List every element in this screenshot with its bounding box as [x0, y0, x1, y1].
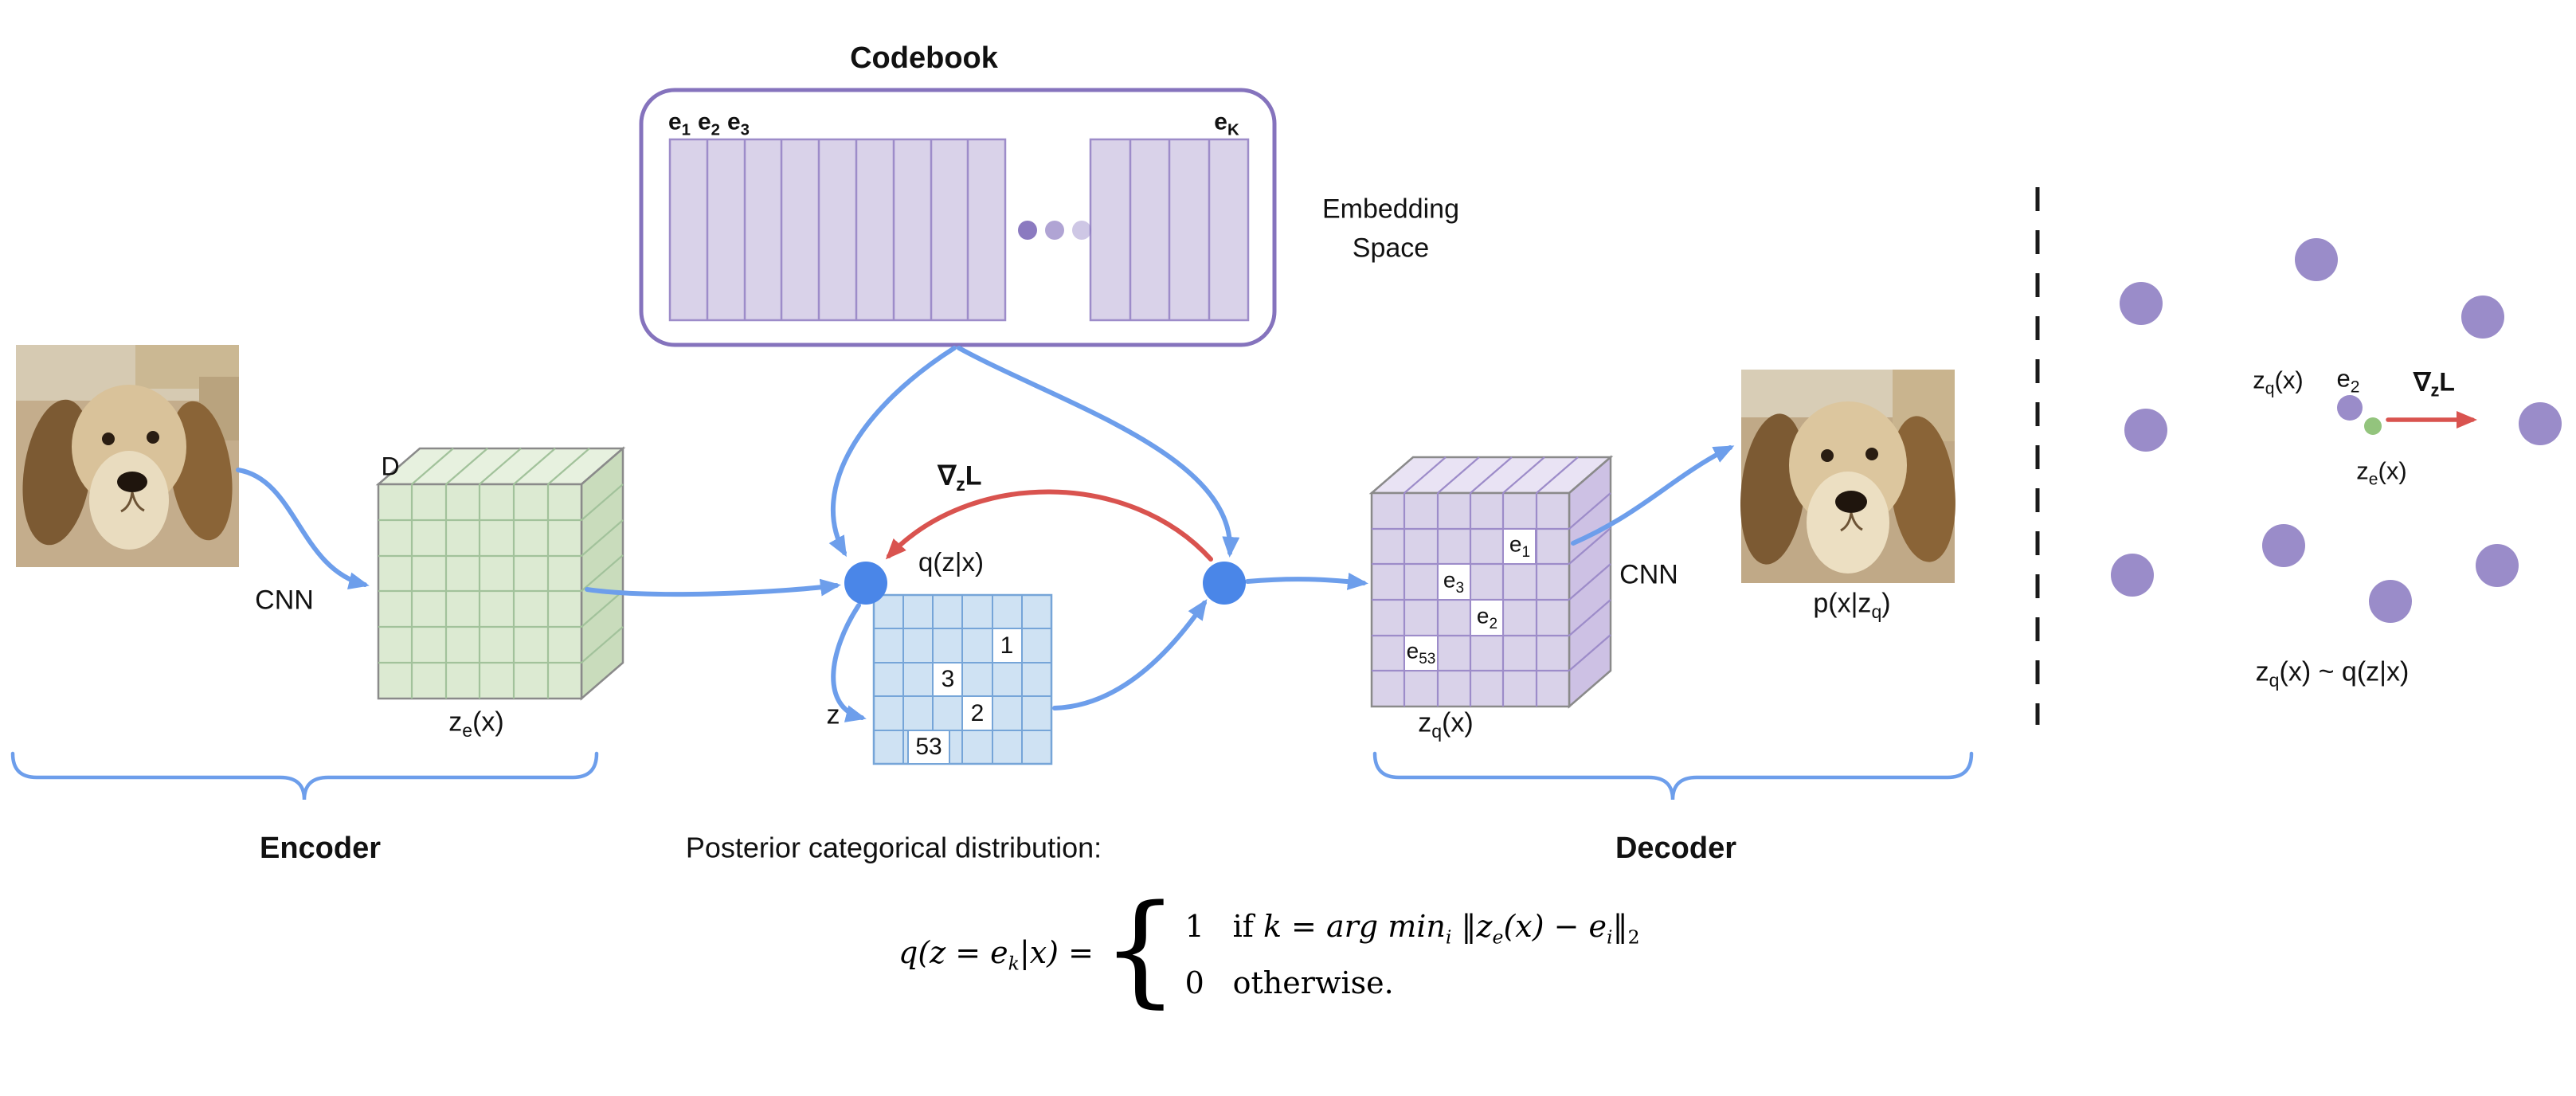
equation-lhs: q(z = ek|x) =: [898, 934, 1094, 975]
embedding-space-label: Embedding Space: [1321, 194, 1460, 264]
ze-encoder-output-dot: [2364, 417, 2382, 435]
output-dog-image: [1740, 370, 1955, 583]
panel-zq-label: zq(x): [2253, 366, 2304, 398]
decoder-feature-cube: [1368, 455, 1614, 709]
panel-caption: zq(x) ~ q(z|x): [2255, 656, 2410, 691]
panel-ze-label: ze(x): [2356, 456, 2407, 489]
panel-e2-label: e2: [2336, 364, 2360, 397]
depth-label: D: [381, 452, 400, 481]
codebook-e1-label: e1: [667, 108, 691, 139]
arrow-encoder-to-node: [585, 578, 841, 597]
zq-label: zq(x): [1418, 707, 1474, 742]
embedding-space-scatter: [2111, 238, 2562, 623]
grid-cell-value: 3: [941, 665, 955, 692]
left-quantize-node: [844, 562, 887, 605]
ellipsis-dots-icon: [1018, 221, 1091, 240]
case-row-2: 0 otherwise.: [1184, 965, 1394, 1001]
grid-cell-value: 53: [915, 733, 942, 760]
latent-index-grid: [872, 593, 1053, 765]
codebook-e2-label: e2: [697, 108, 721, 139]
decoder-cnn-label: CNN: [1619, 559, 1678, 590]
right-quantize-node: [1203, 562, 1246, 605]
codebook-eK-label: eK: [1214, 108, 1239, 139]
qzx-label: q(z|x): [918, 547, 984, 577]
e2-embedding-dot: [2337, 395, 2363, 421]
codebook-title: Codebook: [850, 41, 998, 76]
cube-cell-e3-label: e3: [1443, 567, 1465, 597]
panel-gradient-label: ∇zL: [2414, 367, 2455, 401]
posterior-equation: q(z = ek|x) = { 1 if k = arg mini ‖ze(x)…: [898, 879, 1640, 1020]
gradient-label: ∇zL: [938, 460, 982, 495]
arrow-node-to-grid: [831, 603, 867, 722]
encoder-feature-cube: [375, 446, 626, 701]
arrow-codebook-to-right-node: [957, 346, 1240, 558]
arrow-node-to-decoder: [1245, 572, 1368, 590]
arrow-grid-to-node: [1052, 599, 1208, 710]
cases-brace: {: [1101, 879, 1179, 1020]
arrow-codebook-to-left-node: [828, 346, 957, 558]
pxzq-label: p(x|zq): [1813, 588, 1891, 623]
z-label: z: [826, 699, 840, 730]
cube-cell-e2-label: e2: [1476, 603, 1498, 632]
decoder-label: Decoder: [1615, 832, 1737, 866]
encoder-label: Encoder: [259, 832, 382, 866]
encoder-cnn-label: CNN: [255, 585, 314, 616]
input-dog-image: [16, 345, 239, 567]
grid-cell-value: 2: [970, 699, 985, 726]
gradient-arrow: [885, 489, 1213, 562]
case-row-1: 1 if k = arg mini ‖ze(x) − ei‖2: [1184, 908, 1640, 949]
arrow-decoder-to-output: [1571, 445, 1735, 546]
decoder-brace: [1372, 751, 1974, 800]
arrow-input-to-encoder: [236, 468, 370, 589]
cube-cell-e1-label: e1: [1509, 531, 1531, 561]
encoder-brace: [10, 751, 599, 800]
cube-cell-e53-label: e53: [1406, 638, 1436, 667]
codebook-box: [639, 88, 1277, 347]
ze-label: ze(x): [448, 707, 504, 742]
grid-cell-value: 1: [1000, 632, 1014, 659]
codebook-e3-label: e3: [726, 108, 750, 139]
posterior-heading: Posterior categorical distribution:: [685, 831, 1102, 864]
flow-arrows: [236, 346, 1735, 722]
